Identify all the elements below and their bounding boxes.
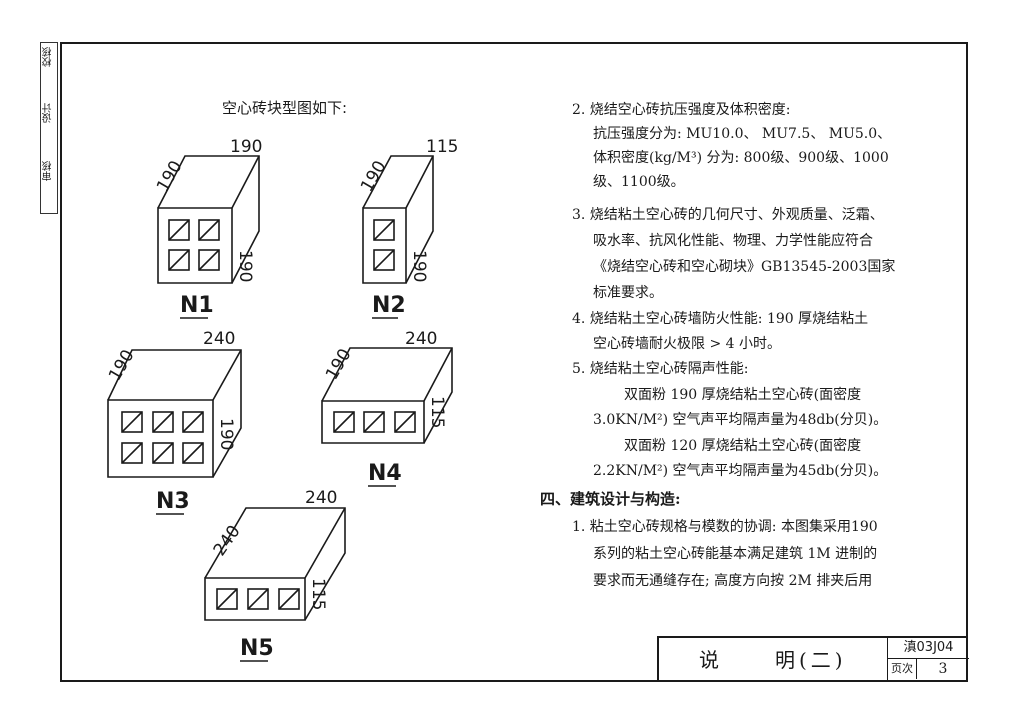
note-line: 体积密度(kg/M³) 分为: 800级、900级、1000 [593, 150, 889, 166]
n1-dim-length: 190 [230, 137, 262, 157]
n5-label: N5 [240, 636, 274, 661]
note-line: 2.2KN/M²) 空气声平均隔声量为45db(分贝)。 [593, 463, 888, 479]
drawing-frame [60, 42, 968, 682]
n1-label: N1 [180, 293, 214, 318]
note-line: 系列的粘土空心砖能基本满足建筑 1M 进制的 [593, 546, 878, 562]
n3-dim-width: 190 [105, 346, 139, 384]
n3-dim-height: 190 [216, 418, 236, 450]
n4-label: N4 [368, 461, 402, 486]
note-line: 2. 烧结空心砖抗压强度及体积密度: [572, 102, 791, 118]
n5-dim-height: 115 [308, 578, 328, 610]
title-block-info: 滇03J04 页次 3 [887, 638, 971, 682]
block-n2: 115 190 190 N2 [357, 137, 458, 319]
n2-dim-width: 190 [357, 157, 391, 195]
note-line: 3.0KN/M²) 空气声平均隔声量为48db(分贝)。 [593, 412, 888, 428]
n5-dim-width: 240 [210, 522, 245, 560]
note-line: 5. 烧结粘土空心砖隔声性能: [572, 361, 749, 377]
block-n3: 240 190 190 N3 [105, 329, 242, 515]
note-line: 要求而无通缝存在; 高度方向按 2M 排夹后用 [593, 573, 873, 589]
note-line: 级、1100级。 [593, 174, 685, 190]
n1-dim-height: 190 [235, 250, 255, 282]
n2-dim-height: 190 [409, 250, 429, 282]
page-label: 页次 [888, 659, 917, 679]
n4-dim-height: 115 [427, 396, 447, 428]
note-line: 抗压强度分为: MU10.0、 MU7.5、 MU5.0、 [593, 126, 892, 142]
title-block: 说 明(二) 滇03J04 页次 3 [657, 636, 971, 682]
note-line: 双面粉 190 厚烧结粘土空心砖(面密度 [624, 387, 862, 403]
note-line: 双面粉 120 厚烧结粘土空心砖(面密度 [624, 438, 862, 454]
note-line: 3. 烧结粘土空心砖的几何尺寸、外观质量、泛霜、 [572, 207, 884, 223]
note-line: 4. 烧结粘土空心砖墙防火性能: 190 厚烧结粘土 [572, 311, 869, 327]
note-line: 吸水率、抗风化性能、物理、力学性能应符合 [593, 233, 873, 249]
note-line: 《烧结空心砖和空心砌块》GB13545-2003国家 [593, 259, 896, 275]
n5-dim-length: 240 [305, 488, 337, 508]
n3-dim-length: 240 [203, 329, 235, 349]
block-n4: 240 190 115 N4 [321, 329, 453, 487]
drawing-title: 空心砖块型图如下: [222, 99, 348, 117]
n4-dim-width: 190 [322, 345, 356, 383]
note-line: 空心砖墙耐火极限 > 4 小时。 [593, 336, 781, 352]
n4-dim-length: 240 [405, 329, 437, 349]
note-line: 1. 粘土空心砖规格与模数的协调: 本图集采用190 [572, 519, 878, 535]
atlas-number: 滇03J04 [888, 638, 969, 659]
section-heading: 四、建筑设计与构造: [540, 490, 681, 508]
note-line: 标准要求。 [593, 285, 663, 301]
title-block-title-a: 说 [699, 648, 721, 672]
n3-label: N3 [156, 489, 190, 514]
n2-label: N2 [372, 293, 406, 318]
n2-dim-length: 115 [426, 137, 458, 157]
title-block-title-b: 明(二) [775, 648, 847, 672]
page-number: 3 [938, 661, 948, 677]
block-n5: 240 240 115 N5 [204, 488, 346, 662]
block-n1: 190 190 190 N1 [153, 137, 262, 319]
signature-strip: 校核 设计 审核 [40, 42, 58, 214]
